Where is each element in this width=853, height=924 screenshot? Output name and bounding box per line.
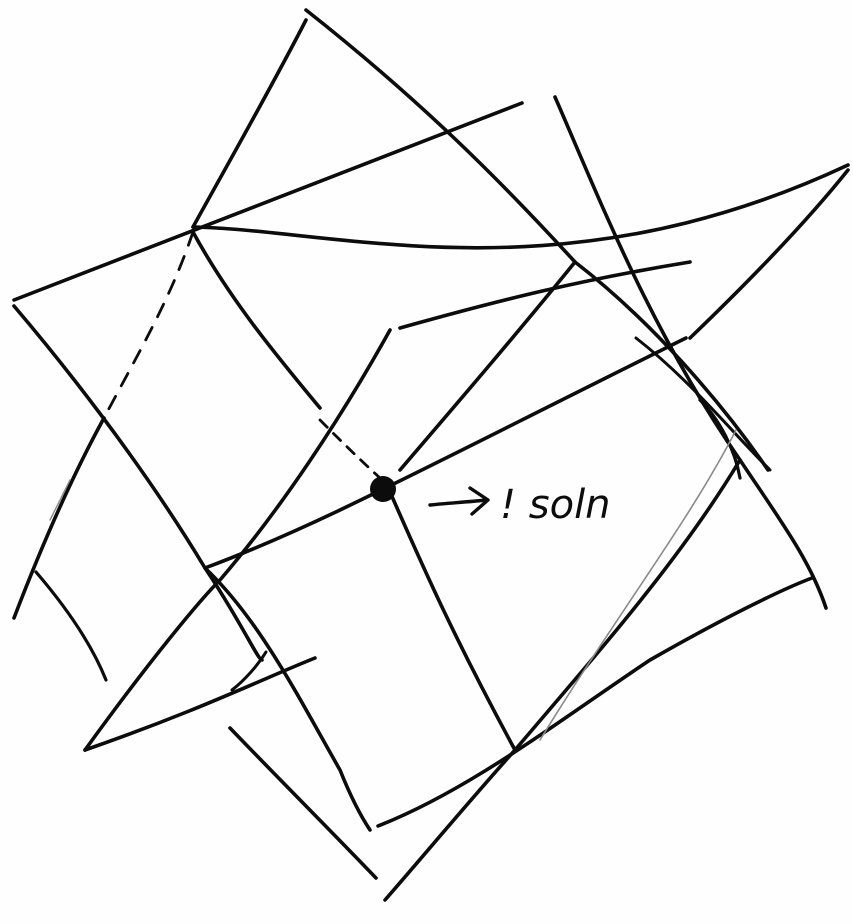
faint-stroke-right [540,430,736,740]
annotation: ! soln [430,482,611,528]
intersection-point [370,476,396,502]
grid-a-lower-line [205,338,686,568]
dashed-construction-lines [104,232,380,478]
grid-b-right-tick [700,400,740,478]
right-arrow-icon [430,488,488,514]
faint-pencil-strokes [50,430,736,740]
annotation-text: ! soln [500,482,611,528]
grid-b-upper-line [400,262,690,328]
grid-b-vertical-through-center [390,492,515,750]
faint-stroke-left [50,480,70,520]
grid-a-inner-diagonal [193,232,320,408]
dashed-line-to-center [320,420,380,478]
grid-a-left-diagonal [193,20,306,227]
grid-b-far-right [555,97,826,608]
grid-a-cross-diagonal [14,306,262,660]
grid-b-right-edge [690,170,848,338]
grid-b-bottom-edge [378,578,812,826]
grid-a-lower-left-stub [36,572,106,680]
grid-a [14,10,848,750]
grid-a-left-outer [14,418,104,618]
